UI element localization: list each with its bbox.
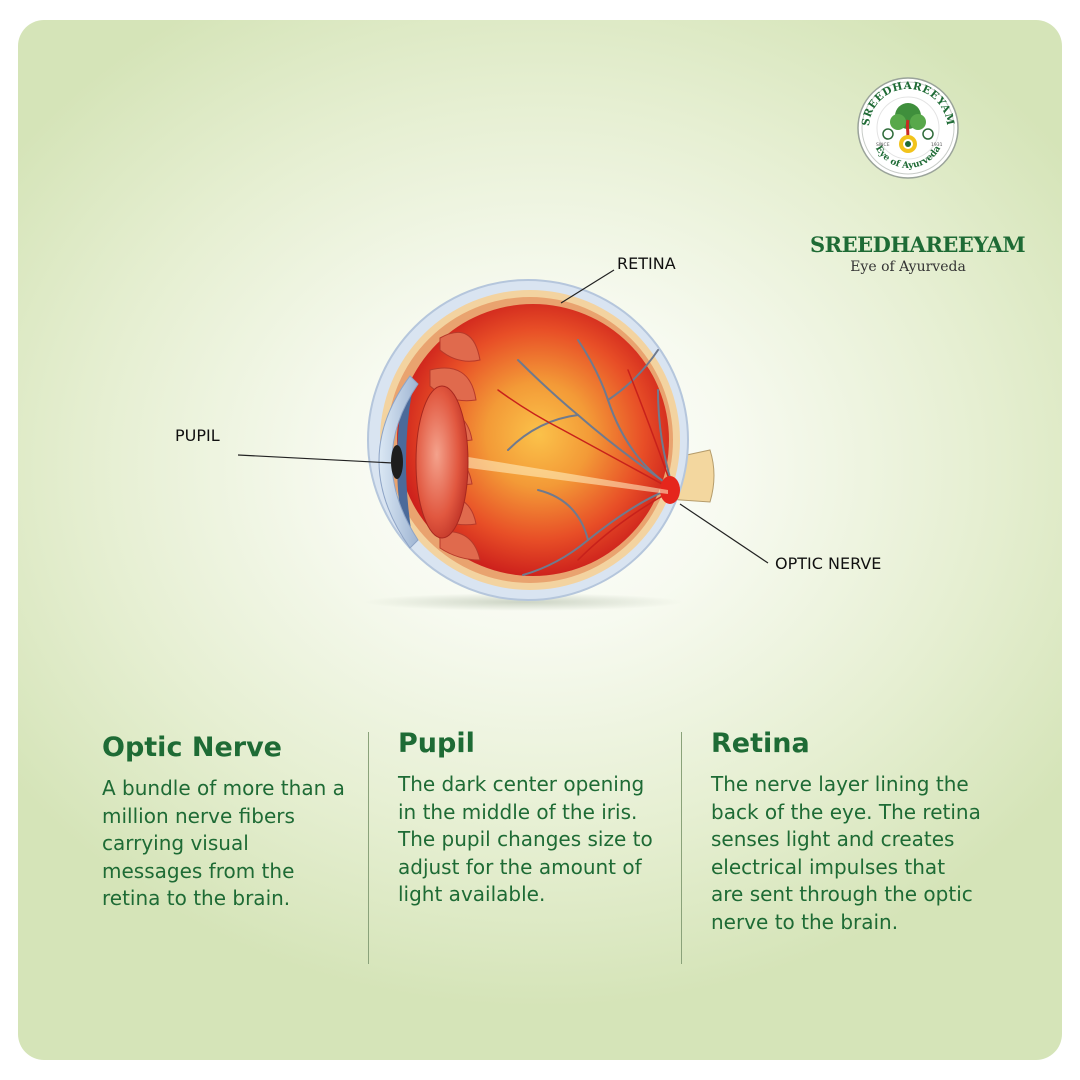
seal-since-year: 1931 [931, 142, 943, 148]
label-retina: RETINA [617, 254, 676, 273]
infographic-card: SREEDHAREEYAM Eye of Ayurveda SINCE 1931… [18, 20, 1062, 1060]
blood-vessels [507, 339, 674, 576]
brand-tagline: Eye of Ayurveda [850, 259, 966, 275]
eye-shadow [363, 593, 683, 611]
optic-nerve-leader-line [679, 503, 769, 564]
pupil-dot [391, 445, 403, 479]
info-retina: Retina The nerve layer lining the back o… [711, 728, 981, 936]
seal-since-label: SINCE [876, 142, 890, 148]
info-title-optic-nerve: Optic Nerve [102, 732, 282, 763]
retina-leader-line [560, 269, 615, 304]
lens [415, 385, 469, 539]
info-text-optic-nerve: A bundle of more than a million nerve fi… [102, 776, 345, 910]
info-text-retina: The nerve layer lining the back of the e… [711, 772, 981, 934]
label-pupil: PUPIL [175, 426, 220, 445]
column-divider-2 [681, 732, 682, 964]
cornea [378, 375, 419, 549]
column-divider-1 [368, 732, 369, 964]
brand-logo: SREEDHAREEYAM Eye of Ayurveda SINCE 1931… [810, 68, 1030, 275]
info-title-pupil: Pupil [398, 728, 475, 759]
optic-disc [660, 476, 680, 504]
info-title-retina: Retina [711, 728, 810, 759]
eye-anatomy-diagram [237, 269, 769, 611]
brand-name: SREEDHAREEYAM [810, 232, 1026, 257]
label-optic-nerve: OPTIC NERVE [775, 554, 882, 573]
pupil-leader-line [237, 454, 394, 464]
info-optic-nerve: Optic Nerve A bundle of more than a mill… [102, 732, 352, 913]
light-band [438, 452, 668, 494]
brand-seal-icon: SREEDHAREEYAM Eye of Ayurveda SINCE 1931 [857, 77, 959, 179]
info-pupil: Pupil The dark center opening in the mid… [398, 728, 668, 909]
iris [397, 392, 412, 536]
info-text-pupil: The dark center opening in the middle of… [398, 772, 653, 906]
